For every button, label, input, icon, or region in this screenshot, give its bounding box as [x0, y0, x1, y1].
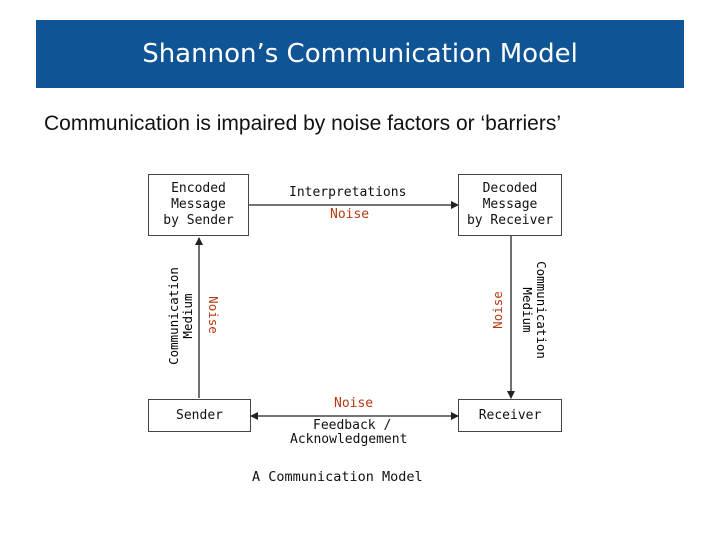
title-bar: Shannon’s Communication Model [36, 20, 684, 88]
decoded-line-2: Message [482, 197, 538, 212]
left-link-label-2: Medium [180, 293, 195, 339]
sender-label: Sender [176, 407, 223, 423]
slide-subtitle: Communication is impaired by noise facto… [44, 112, 562, 135]
diagram-caption: A Communication Model [252, 469, 423, 485]
bottom-link-label-2: Acknowledgement [290, 432, 408, 447]
encoded-line-2: Message [171, 197, 226, 212]
right-link-label-1: Communication [534, 261, 549, 359]
top-link-noise: Noise [330, 207, 370, 222]
bottom-link-label-1: Feedback / [313, 418, 392, 433]
top-link-label: Interpretations [289, 185, 407, 200]
sender-box: Sender [148, 399, 251, 432]
encoded-message-box: Encoded Message by Sender [148, 174, 249, 236]
receiver-box: Receiver [458, 399, 562, 432]
left-link-label-1: Communication [166, 267, 181, 365]
right-link-label-2: Medium [520, 287, 535, 333]
left-link-noise: Noise [206, 296, 221, 334]
right-link-label: Communication Medium [520, 255, 549, 365]
encoded-line-3: by Sender [163, 213, 234, 228]
receiver-label: Receiver [478, 407, 542, 423]
slide-title: Shannon’s Communication Model [142, 39, 578, 69]
bottom-link-noise: Noise [334, 396, 374, 411]
decoded-line-1: Decoded [482, 181, 538, 196]
decoded-line-3: by Receiver [466, 213, 554, 228]
left-link-label: Communication Medium [166, 266, 195, 366]
right-link-noise: Noise [490, 291, 505, 329]
encoded-line-1: Encoded [171, 181, 226, 196]
decoded-message-box: Decoded Message by Receiver [458, 174, 562, 236]
